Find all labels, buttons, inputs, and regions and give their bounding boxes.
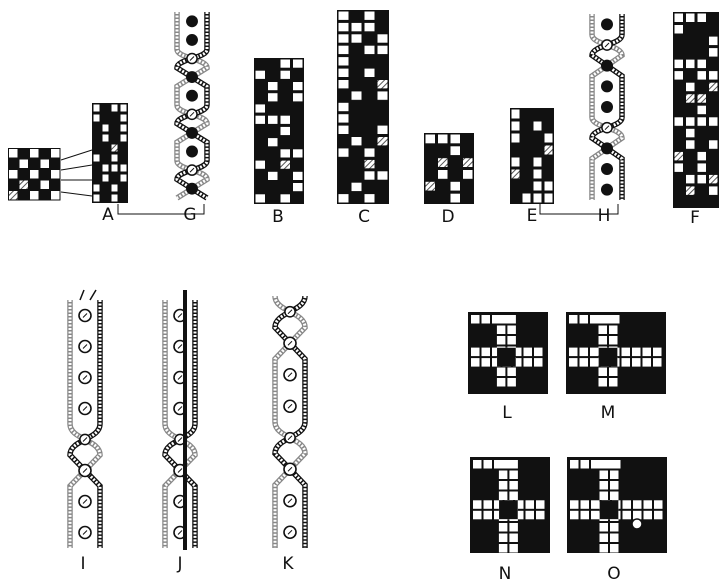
- brackets: [117, 204, 619, 215]
- label-l: L: [502, 403, 512, 423]
- weave-block-f: [673, 12, 719, 208]
- thread-profile-k: [272, 295, 308, 548]
- label-e: E: [526, 206, 538, 226]
- motif-l: [468, 312, 548, 394]
- small-checker-block: [8, 148, 61, 201]
- motif-o-ring: [631, 518, 643, 530]
- motif-o: [567, 457, 667, 553]
- thread-profile-g: [174, 12, 210, 201]
- connector-lines: [60, 149, 93, 197]
- motif-n: [470, 457, 550, 553]
- label-d: D: [441, 207, 455, 227]
- weave-block-a: [92, 103, 128, 203]
- motif-m: [566, 312, 666, 394]
- label-c: C: [358, 207, 370, 227]
- weave-block-c: [337, 10, 389, 204]
- label-j: J: [177, 554, 183, 574]
- thread-profile-group: [60, 12, 625, 550]
- label-a: A: [102, 205, 114, 225]
- thread-i-tail: [79, 289, 97, 301]
- label-f: F: [690, 208, 700, 228]
- label-m: M: [600, 403, 616, 423]
- checker-grid-group: [8, 10, 719, 553]
- label-i: I: [80, 554, 86, 574]
- thread-profile-i: [67, 300, 103, 548]
- label-o: O: [607, 564, 621, 584]
- thread-profile-h: [589, 14, 625, 200]
- label-g: G: [183, 205, 197, 225]
- weave-block-e: [510, 108, 554, 204]
- weave-block-d: [424, 133, 474, 204]
- label-b: B: [272, 207, 284, 227]
- label-n: N: [498, 564, 512, 584]
- thread-profile-j: [162, 300, 198, 548]
- label-h: H: [597, 206, 611, 226]
- label-k: K: [282, 554, 294, 574]
- weave-block-b: [254, 58, 304, 204]
